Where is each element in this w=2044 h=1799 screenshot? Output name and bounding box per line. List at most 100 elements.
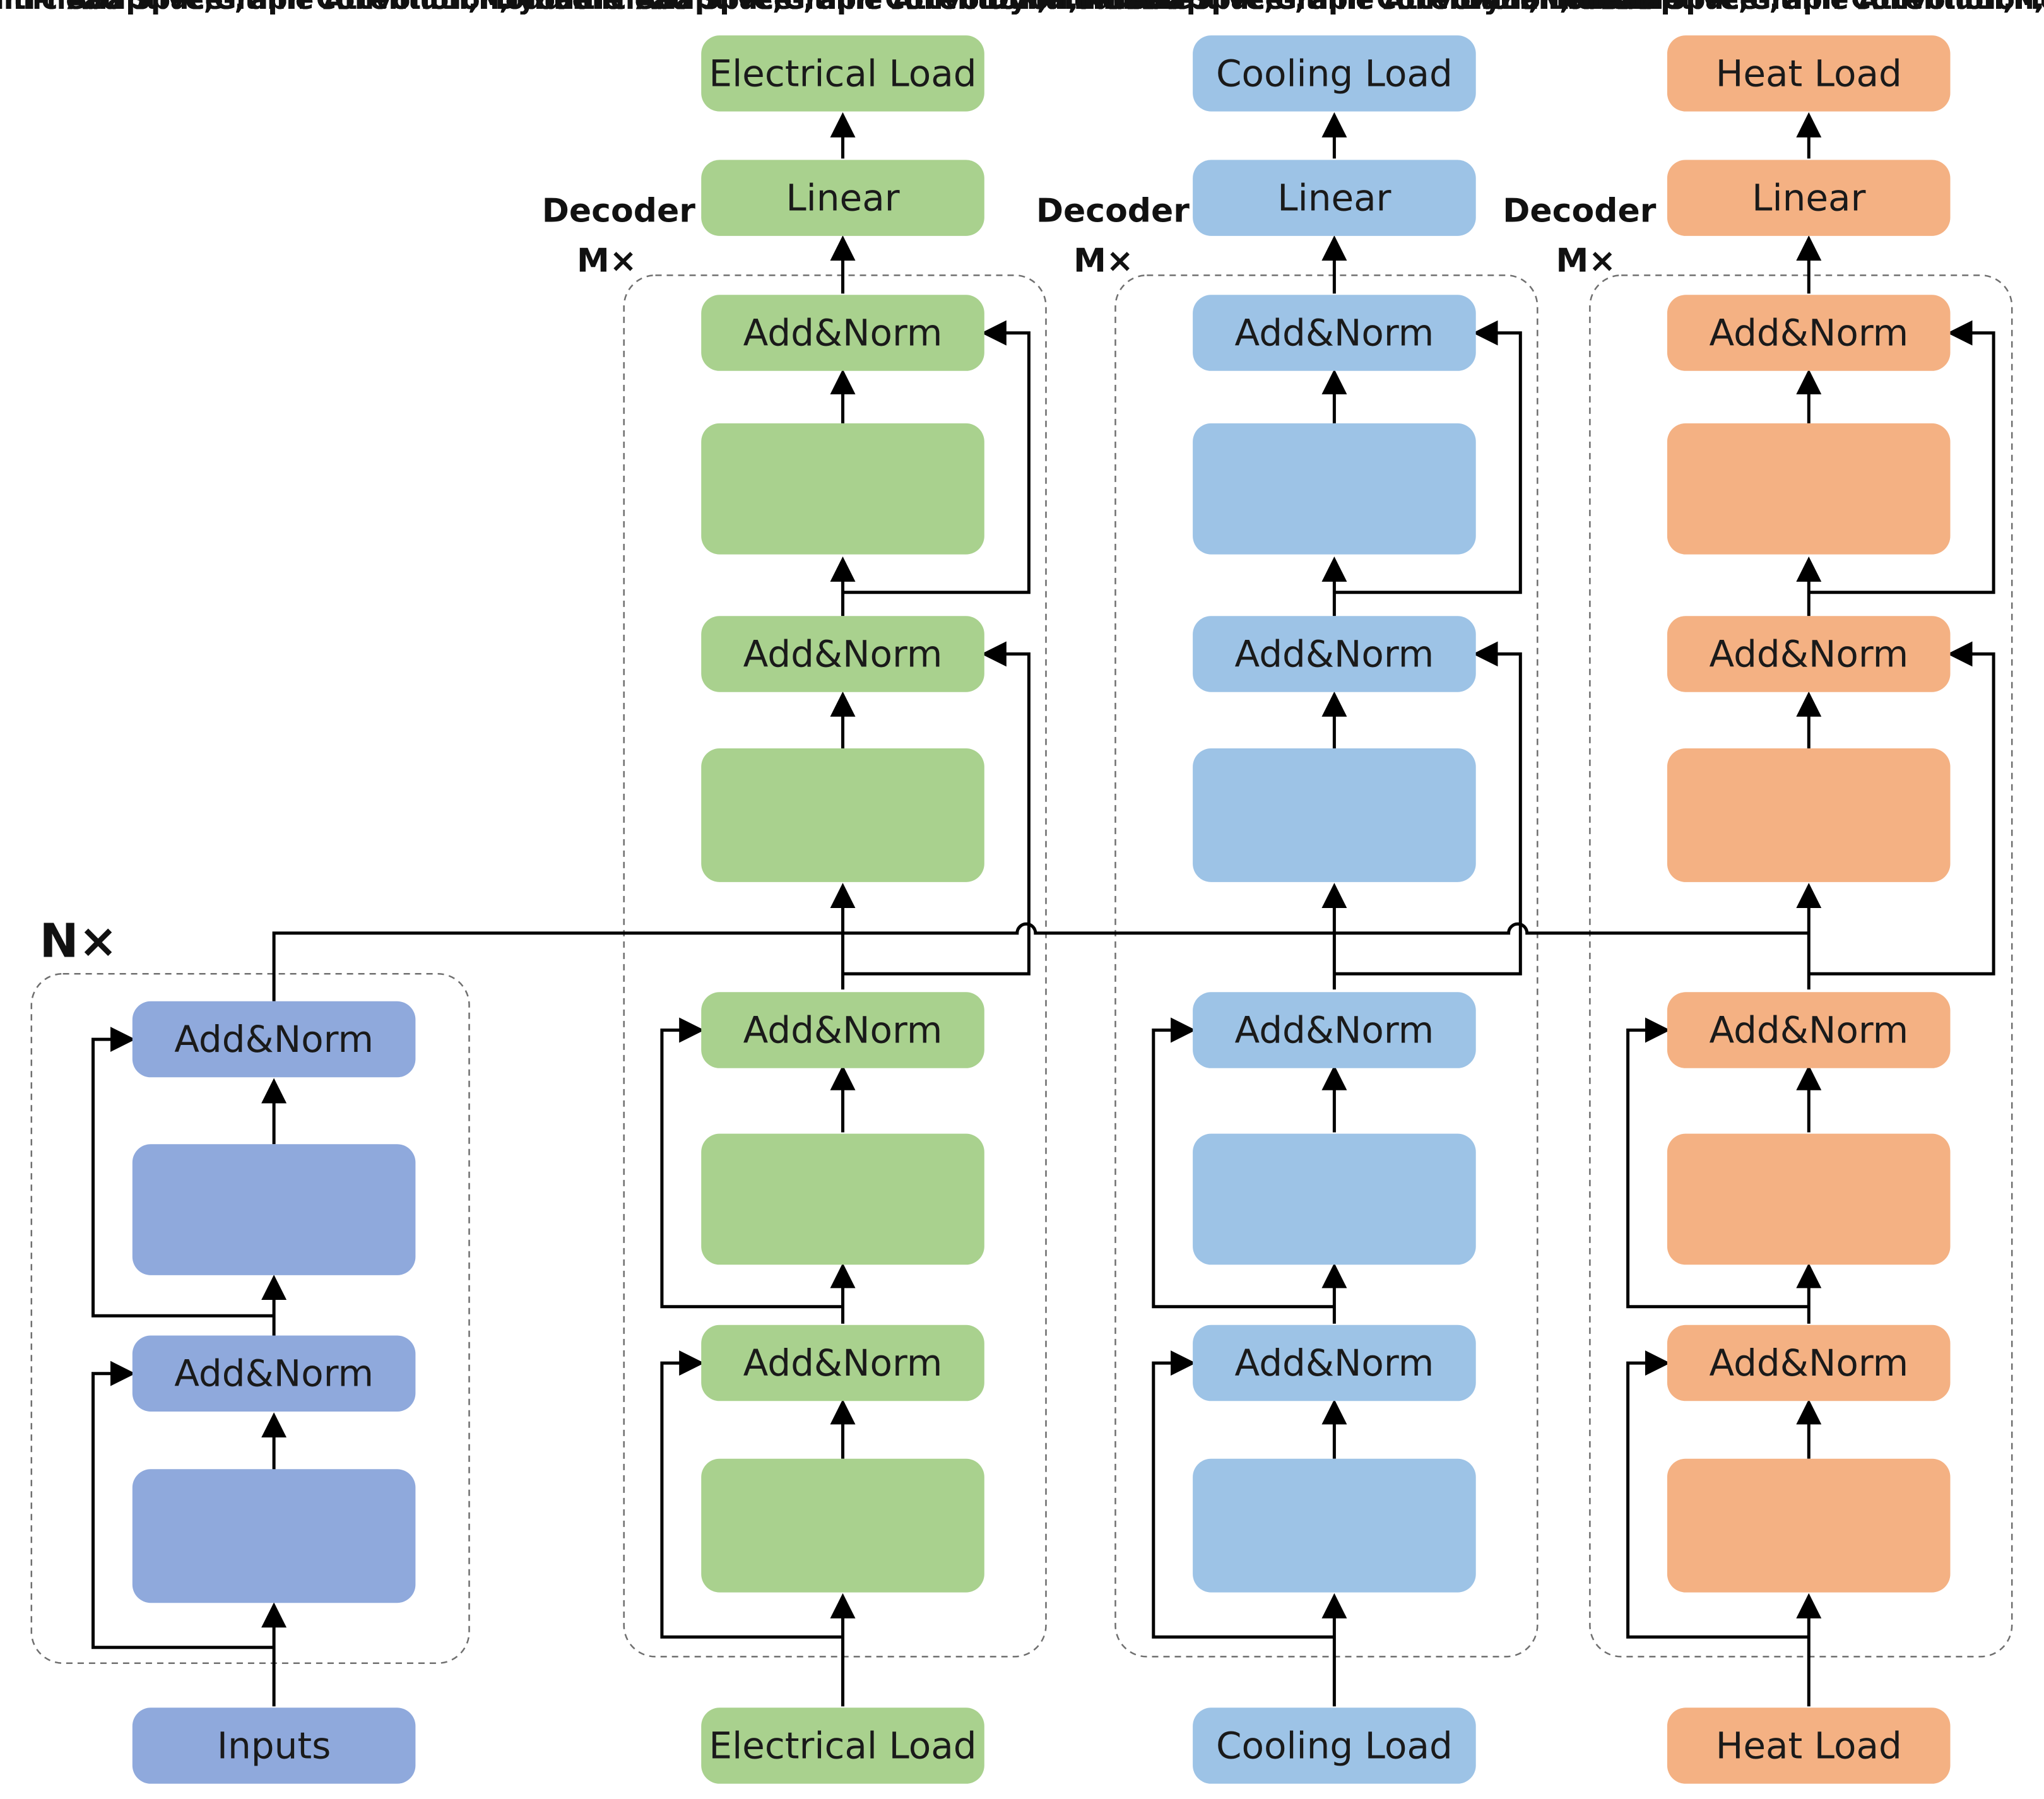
- decoder-heat-add-norm-3: Add&Norm: [1667, 616, 1951, 692]
- decoder-heat-add-norm-3-label: Add&Norm: [1709, 632, 1908, 675]
- decoder-cooling-add-norm-4-box: [1193, 295, 1476, 371]
- decoder-cooling-residual-3: [1334, 641, 1522, 976]
- encoder-add-norm-2-box: [132, 1001, 416, 1078]
- encoder-graph-convolution-module-label: Dynamic Adaptive,Graph Convolution,Modul…: [0, 0, 622, 16]
- decoder-cooling-add-norm-1-box: [1193, 1324, 1476, 1401]
- decoder-electrical-attention-module-2-box: [701, 748, 984, 882]
- decoder-heat-add-norm-3-box: [1667, 616, 1951, 692]
- decoder-electrical-add-norm-1-box: [701, 1324, 984, 1401]
- decoder-cooling-output-box: [1193, 35, 1476, 112]
- encoder-residual-1: [92, 1360, 275, 1649]
- decoder-cooling-attention-module-2-label: Multi-head Space-,time Attention,Module: [1018, 0, 1651, 16]
- decoder-electrical-output: Electrical Load: [701, 35, 984, 112]
- decoder-electrical-residual-3: [842, 641, 1031, 976]
- decoder-heat-add-norm-4-box: [1667, 295, 1951, 371]
- decoder-cooling-add-norm-4: Add&Norm: [1193, 295, 1476, 371]
- encoder-attention-module-label: Multi-head Space-,time Attention,Module: [0, 0, 591, 16]
- decoder-electrical-add-norm-3-box: [701, 616, 984, 692]
- decoder-electrical-graph-convolution-module-1-box: [701, 1133, 984, 1265]
- decoder-heat-attention-module-1-box: [1667, 1458, 1951, 1593]
- decoder-heat-add-norm-1-box: [1667, 1324, 1951, 1401]
- decoder-electrical-graph-convolution-module-2-box: [701, 423, 984, 555]
- decoder-electrical-residual-2: [660, 1017, 843, 1309]
- decoder-heat-graph-convolution-module-1-label: Dynamic Adaptive,Graph Convolution,Modul…: [1461, 0, 2044, 16]
- decoder-cooling-title: Decoder: [1036, 192, 1190, 230]
- decoder-cooling-residual-4: [1334, 320, 1522, 594]
- decoder-electrical-attention-module-1: Multi-head Space-,time Attention,ModuleM…: [526, 0, 1159, 1593]
- decoder-electrical-add-norm-4-label: Add&Norm: [743, 312, 943, 355]
- decoder-cooling-residual-1: [1152, 1350, 1335, 1639]
- decoder-electrical-title: Decoder: [542, 192, 695, 230]
- decoder-heat-output: Heat Load: [1667, 35, 1951, 112]
- decoder-electrical-attention-module-2-label: Multi-head Space-,time Attention,Module: [526, 0, 1159, 16]
- decoder-heat-graph-convolution-module-2-label: Dynamic Adaptive,Graph Convolution,Modul…: [1461, 0, 2044, 16]
- decoder-cooling-attention-module-1-label: Multi-head Space-,time Attention,Module: [1018, 0, 1651, 16]
- decoder-heat-attention-module-2: Multi-head Space-,time Attention,ModuleM…: [1492, 0, 2044, 882]
- decoder-electrical-graph-convolution-module-1-label: Dynamic Adaptive,Graph Convolution,Modul…: [495, 0, 1191, 16]
- decoder-cooling-graph-convolution-module-1: Dynamic Adaptive,Graph Convolution,Modul…: [986, 0, 1682, 1265]
- decoder-electrical-linear: Linear: [701, 160, 984, 236]
- encoder-memory-bus: [272, 922, 1809, 1001]
- encoder-residual-2: [92, 1027, 275, 1318]
- decoder-electrical-attention-module-2: Multi-head Space-,time Attention,ModuleM…: [526, 0, 1159, 882]
- decoder-cooling-add-norm-1-label: Add&Norm: [1235, 1342, 1434, 1384]
- encoder-add-norm-2-label: Add&Norm: [174, 1018, 374, 1061]
- decoder-cooling-add-norm-2: Add&Norm: [1193, 992, 1476, 1068]
- decoder-electrical-residual-1: [660, 1350, 843, 1639]
- encoder-add-norm-1-label: Add&Norm: [174, 1352, 374, 1395]
- encoder-add-norm-1: Add&Norm: [132, 1335, 416, 1412]
- decoder-heat-attention-module-1-label: Multi-head Space-,time Attention,Module: [1492, 0, 2044, 16]
- decoder-heat-residual-2: [1626, 1017, 1809, 1309]
- decoder-cooling-residual-2: [1152, 1017, 1335, 1309]
- decoder-electrical-attention-module-2-label: Multi-head Space-,time Attention,Module: [526, 0, 1159, 16]
- encoder-input-inputs-label: Inputs: [217, 1725, 331, 1767]
- decoder-electrical-attention-module-2-label: Multi-head Space-,time Attention,Module: [526, 0, 1159, 16]
- decoder-electrical-attention-module-1-label: Multi-head Space-,time Attention,Module: [526, 0, 1159, 16]
- decoder-cooling-graph-convolution-module-2: Dynamic Adaptive,Graph Convolution,Modul…: [986, 0, 1682, 555]
- encoder-repeat-frame: [30, 972, 470, 1664]
- decoder-electrical-add-norm-1-label: Add&Norm: [743, 1342, 943, 1384]
- decoder-heat-graph-convolution-module-2-label: Dynamic Adaptive,Graph Convolution,Modul…: [1461, 0, 2044, 16]
- decoder-cooling-graph-convolution-module-2-box: [1193, 423, 1476, 555]
- decoder-electrical-attention-module-1-label: Multi-head Space-,time Attention,Module: [526, 0, 1159, 16]
- encoder-attention-module-label: Multi-head Space-,time Attention,Module: [0, 0, 591, 16]
- decoder-heat-add-norm-1-label: Add&Norm: [1709, 1342, 1908, 1384]
- decoder-electrical-add-norm-2-box: [701, 992, 984, 1068]
- decoder-electrical-graph-convolution-module-2-label: Dynamic Adaptive,Graph Convolution,Modul…: [495, 0, 1191, 16]
- decoder-heat-attention-module-1-label: Multi-head Space-,time Attention,Module: [1492, 0, 2044, 16]
- decoder-heat-output-label: Heat Load: [1716, 52, 1902, 95]
- decoder-heat-repeat-label: M×: [1556, 242, 1616, 280]
- decoder-heat-graph-convolution-module-2-box: [1667, 423, 1951, 555]
- decoder-cooling-graph-convolution-module-1-label: Dynamic Adaptive,Graph Convolution,Modul…: [986, 0, 1682, 16]
- decoder-heat-add-norm-2-label: Add&Norm: [1709, 1009, 1908, 1052]
- decoder-heat-add-norm-2: Add&Norm: [1667, 992, 1951, 1068]
- decoder-heat-add-norm-4-label: Add&Norm: [1709, 312, 1908, 355]
- decoder-heat-attention-module-1-label: Multi-head Space-,time Attention,Module: [1492, 0, 2044, 16]
- decoder-electrical-residual-4: [842, 320, 1031, 594]
- repeat-frames: [30, 274, 2013, 1664]
- decoder-cooling-add-norm-3-box: [1193, 616, 1476, 692]
- decoder-electrical-input-box: [701, 1708, 984, 1784]
- encoder-input-inputs: Inputs: [132, 1708, 416, 1784]
- decoder-electrical-input-label: Electrical Load: [709, 1725, 976, 1767]
- decoder-cooling-linear-box: [1193, 160, 1476, 236]
- decoder-electrical-input: Electrical Load: [701, 1708, 984, 1784]
- decoder-heat-graph-convolution-module-2-label: Dynamic Adaptive,Graph Convolution,Modul…: [1461, 0, 2044, 16]
- decoder-cooling-attention-module-2-label: Multi-head Space-,time Attention,Module: [1018, 0, 1651, 16]
- decoder-electrical-linear-box: [701, 160, 984, 236]
- decoder-cooling-attention-module-1-label: Multi-head Space-,time Attention,Module: [1018, 0, 1651, 16]
- decoder-cooling-add-norm-3: Add&Norm: [1193, 616, 1476, 692]
- decoder-cooling-add-norm-2-label: Add&Norm: [1235, 1009, 1434, 1052]
- decoder-electrical-add-norm-4: Add&Norm: [701, 295, 984, 371]
- decoder-heat-linear-box: [1667, 160, 1951, 236]
- decoder-cooling-output: Cooling Load: [1193, 35, 1476, 112]
- decoder-cooling-graph-convolution-module-2-label: Dynamic Adaptive,Graph Convolution,Modul…: [986, 0, 1682, 16]
- decoder-heat-residual-4: [1809, 320, 1995, 594]
- decoder-cooling-repeat-frame: [1114, 274, 1539, 1658]
- encoder-attention-module: Multi-head Space-,time Attention,ModuleM…: [0, 0, 591, 1603]
- decoder-heat-graph-convolution-module-1-label: Dynamic Adaptive,Graph Convolution,Modul…: [1461, 0, 2044, 16]
- decoder-electrical-graph-convolution-module-2-label: Dynamic Adaptive,Graph Convolution,Modul…: [495, 0, 1191, 16]
- decoder-heat-residual-3: [1809, 641, 1995, 976]
- decoder-cooling-attention-module-1: Multi-head Space-,time Attention,ModuleM…: [1018, 0, 1651, 1593]
